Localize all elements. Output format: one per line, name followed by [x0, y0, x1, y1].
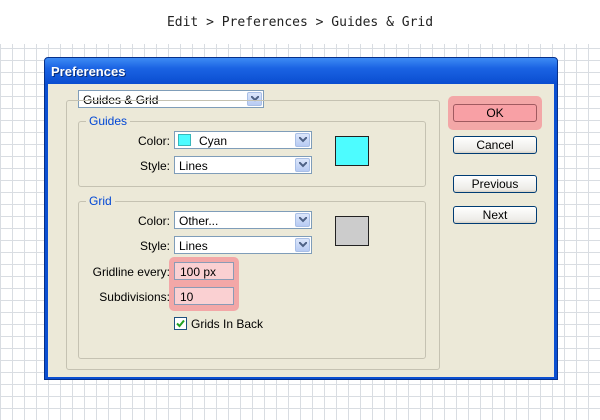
subdivisions-input[interactable]: 10 [174, 287, 234, 305]
guides-color-swatch[interactable] [335, 136, 369, 166]
dialog-client-area: Guides & Grid Guides Color: Cyan Style: … [48, 84, 554, 377]
breadcrumb-caption: Edit > Preferences > Guides & Grid [166, 15, 434, 30]
ok-button[interactable]: OK [453, 104, 537, 122]
grid-group [78, 201, 426, 359]
caption-band [0, 0, 600, 44]
grid-color-value: Other... [179, 214, 219, 228]
grids-in-back-checkbox[interactable] [174, 317, 187, 330]
guides-color-dropdown[interactable]: Cyan [174, 131, 312, 149]
gridline-every-input[interactable]: 100 px [174, 262, 234, 280]
next-button[interactable]: Next [453, 206, 537, 224]
gridline-every-label: Gridline every: [92, 265, 170, 279]
guides-style-label: Style: [139, 159, 170, 173]
grid-legend: Grid [86, 194, 115, 208]
checkmark-icon [176, 319, 185, 328]
grids-in-back-label[interactable]: Grids In Back [191, 317, 264, 331]
cancel-button[interactable]: Cancel [453, 136, 537, 154]
chevron-down-icon[interactable] [295, 133, 310, 147]
gridline-every-value: 100 px [180, 265, 217, 279]
guides-style-value: Lines [179, 159, 208, 173]
grid-color-label: Color: [137, 214, 170, 228]
subdivisions-label: Subdivisions: [99, 290, 170, 304]
preferences-window: Preferences Guides & Grid Guides Color: … [44, 57, 558, 380]
chevron-down-icon[interactable] [295, 238, 310, 252]
section-frame [66, 100, 440, 370]
chevron-down-icon[interactable] [295, 158, 310, 172]
grid-style-value: Lines [179, 239, 208, 253]
previous-button[interactable]: Previous [453, 175, 537, 193]
subdivisions-value: 10 [180, 290, 194, 304]
guides-color-label: Color: [137, 134, 170, 148]
grid-color-swatch[interactable] [335, 216, 369, 246]
guides-legend: Guides [86, 114, 131, 128]
window-titlebar[interactable]: Preferences [45, 58, 557, 84]
guides-style-dropdown[interactable]: Lines [174, 156, 312, 174]
cyan-swatch-icon [178, 134, 191, 146]
chevron-down-icon[interactable] [295, 213, 310, 227]
guides-color-value: Cyan [199, 134, 228, 148]
grid-style-label: Style: [139, 239, 170, 253]
grid-color-dropdown[interactable]: Other... [174, 211, 312, 229]
grid-style-dropdown[interactable]: Lines [174, 236, 312, 254]
window-title: Preferences [51, 64, 126, 79]
guides-group [78, 121, 426, 187]
